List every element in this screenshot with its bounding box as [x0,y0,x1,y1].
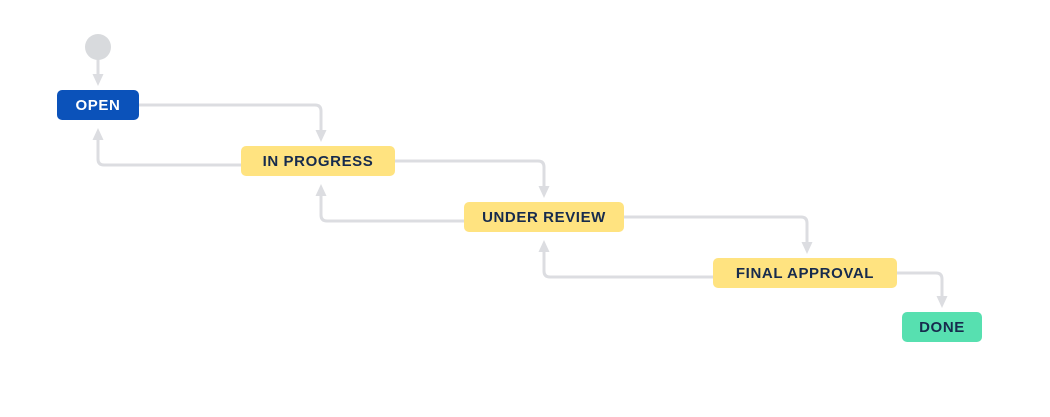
status-node-label: OPEN [75,96,121,114]
edge-open-to-in-progress [139,103,327,142]
status-node-in-progress[interactable]: IN PROGRESS [241,146,395,176]
status-node-open[interactable]: OPEN [57,90,139,120]
edge-start-to-open [92,57,104,86]
edge-final-approval-to-done [897,271,948,308]
edge-in-progress-to-open [92,128,241,167]
status-node-under-review[interactable]: UNDER REVIEW [464,202,624,232]
status-node-final-approval[interactable]: FINAL APPROVAL [713,258,897,288]
status-node-label: FINAL APPROVAL [735,264,875,282]
status-node-done[interactable]: DONE [902,312,982,342]
edge-under-review-to-in-progress [315,184,464,223]
edge-under-review-to-final-approval [624,215,813,254]
edge-in-progress-to-under-review [395,159,550,198]
edge-final-approval-to-under-review [538,240,713,279]
status-node-label: UNDER REVIEW [482,208,606,226]
status-node-label: DONE [919,318,965,336]
start-node[interactable] [85,34,111,60]
status-node-label: IN PROGRESS [262,152,374,170]
